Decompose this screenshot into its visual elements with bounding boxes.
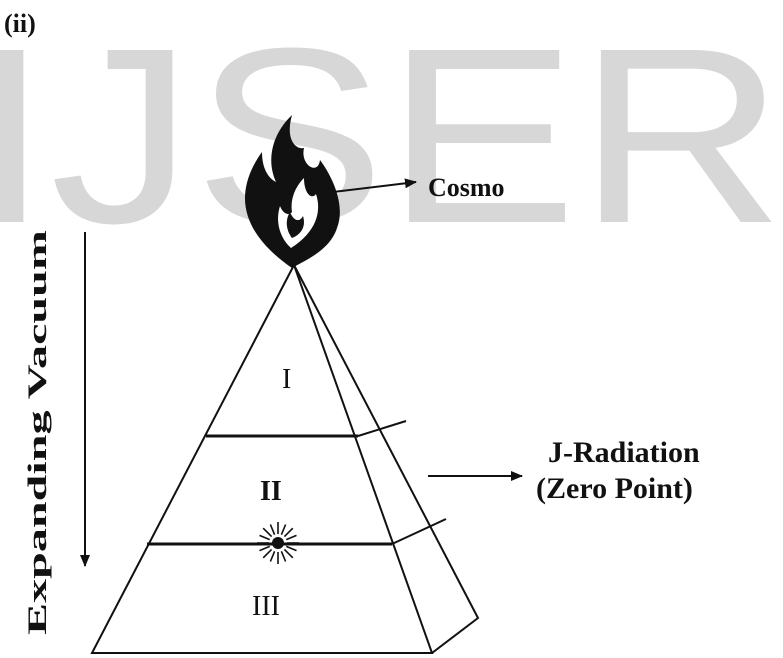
pyramid-front-face (90, 262, 434, 654)
watermark-text: IJSER (0, 0, 783, 275)
radiating-point-icon (257, 522, 299, 564)
band-bottom-side (391, 518, 447, 545)
cosmo-label: Cosmo (428, 173, 505, 202)
pyramid (90, 262, 480, 654)
section-label-middle: II (260, 476, 282, 507)
figure-label: (ii) (4, 9, 36, 38)
zero-point-label: (Zero Point) (536, 472, 693, 505)
section-label-bottom: III (252, 591, 280, 622)
expanding-vacuum-label: Expanding Vacuum (23, 229, 52, 635)
section-label-top: I (282, 364, 291, 395)
j-radiation-label: J-Radiation (548, 436, 700, 469)
pyramid-side-face (293, 264, 480, 654)
band-top-side (357, 420, 407, 437)
cosmo-arrow (332, 178, 417, 193)
flame-icon (244, 115, 340, 268)
